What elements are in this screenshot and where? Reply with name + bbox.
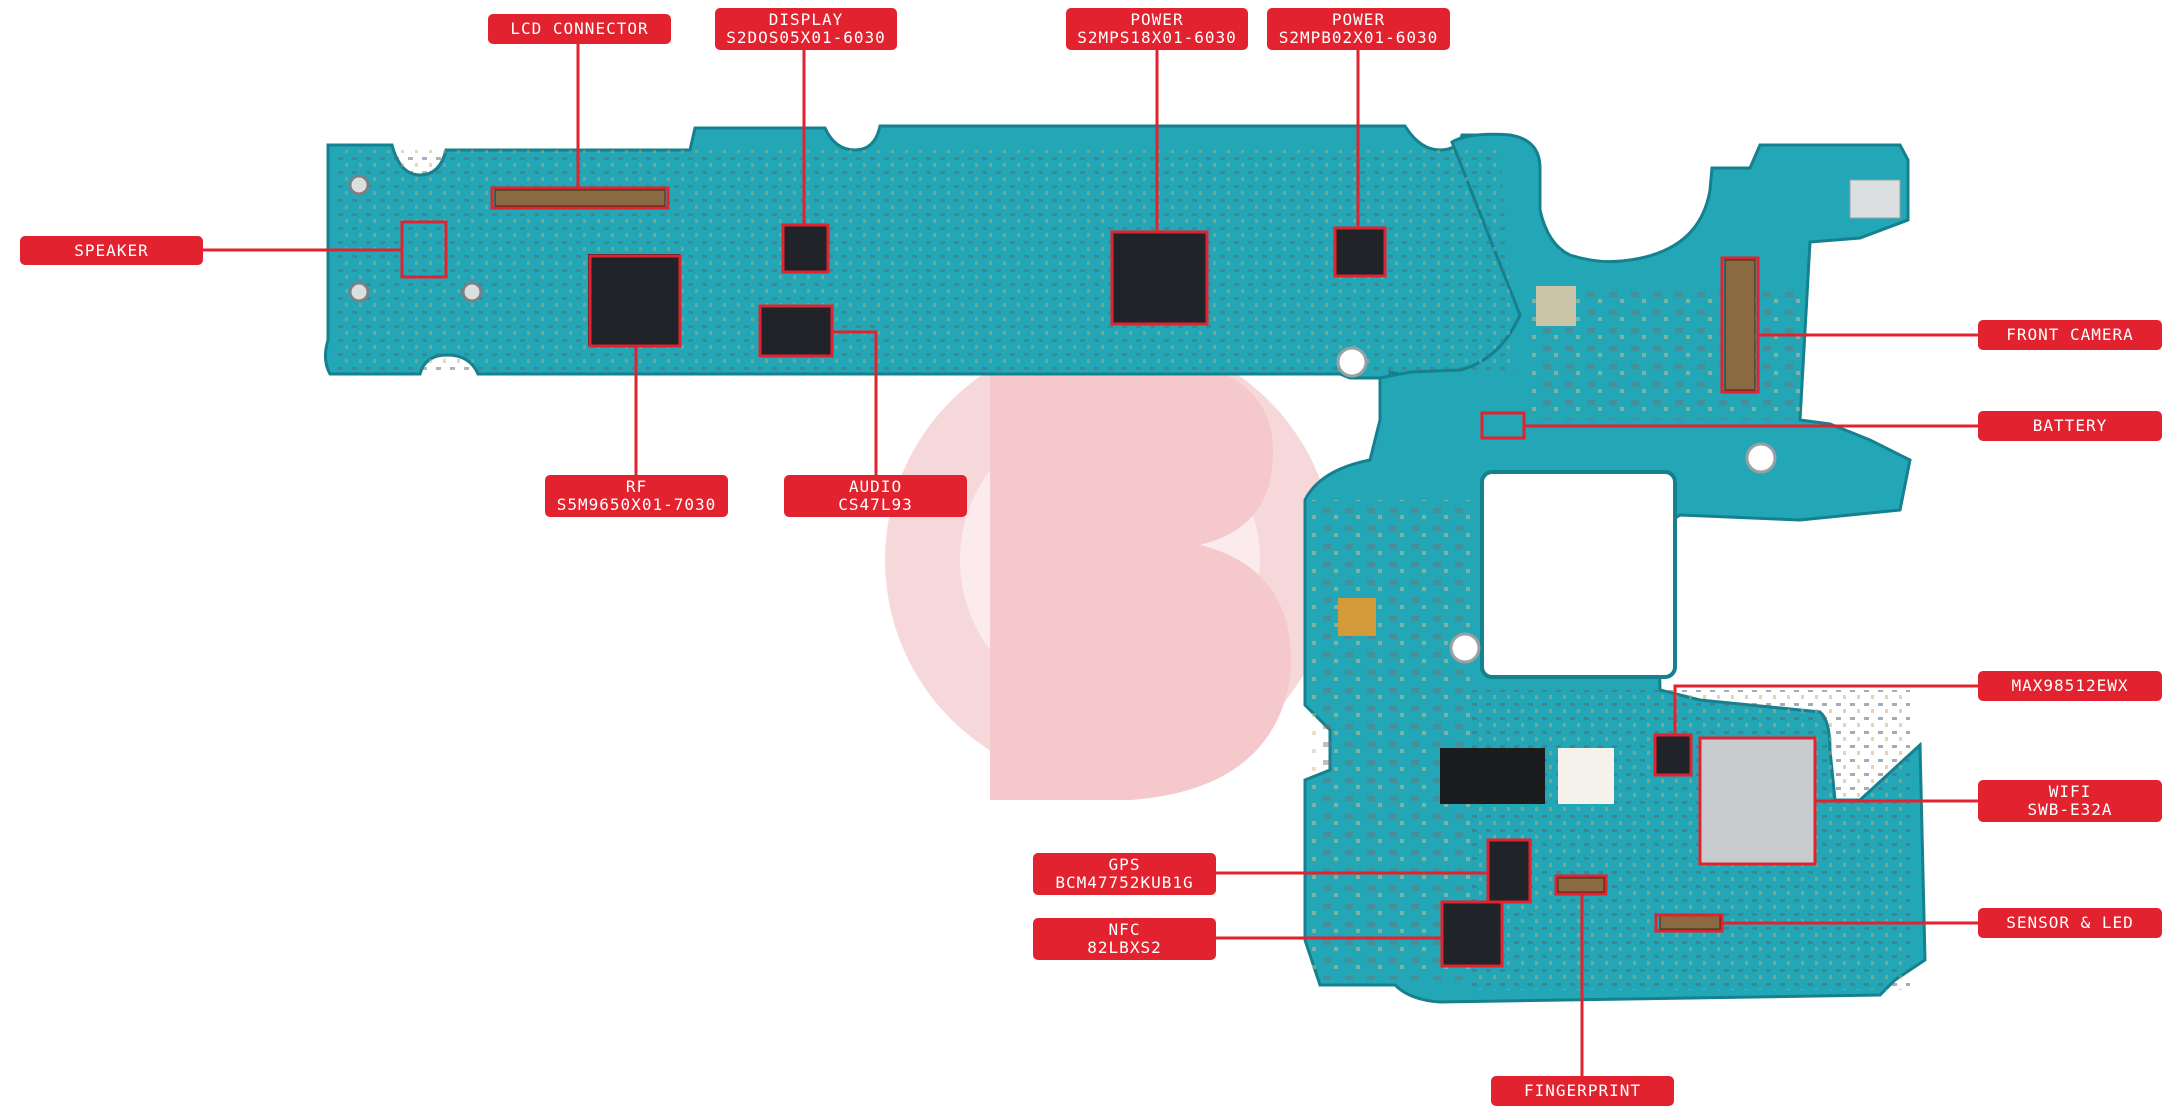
label-fingerprint: FINGERPRINT	[1491, 1076, 1674, 1106]
label-gps-line2: BCM47752KUB1G	[1055, 873, 1194, 892]
label-audio-line1: AUDIO	[848, 477, 903, 496]
leader-max98512	[1673, 684, 1980, 735]
label-power-1-line2: S2MPS18X01-6030	[1077, 28, 1237, 47]
label-nfc-line1: NFC	[1108, 920, 1141, 939]
leader-audio	[832, 330, 878, 478]
label-wifi-line2: SWB-E32A	[2027, 800, 2113, 819]
label-power-1: POWER S2MPS18X01-6030	[1066, 8, 1248, 50]
highlight-max98512	[1653, 733, 1693, 777]
pcb-window-cutout	[1480, 470, 1677, 679]
label-display-line1: DISPLAY	[768, 10, 844, 29]
label-speaker-line1: SPEAKER	[74, 240, 149, 260]
label-speaker: SPEAKER	[20, 236, 203, 265]
label-max98512-line1: MAX98512EWX	[2011, 676, 2129, 695]
label-audio-line2: CS47L93	[838, 495, 913, 514]
label-rf: RF S5M9650X01-7030	[545, 475, 728, 517]
label-power-2: POWER S2MPB02X01-6030	[1267, 8, 1450, 50]
label-power-1-line1: POWER	[1130, 10, 1184, 29]
label-power-2-line2: S2MPB02X01-6030	[1278, 28, 1439, 47]
label-fingerprint-line1: FINGERPRINT	[1524, 1081, 1641, 1100]
label-display: DISPLAY S2DOS05X01-6030	[715, 8, 897, 50]
label-max98512: MAX98512EWX	[1978, 671, 2162, 701]
label-sensor-led-line1: SENSOR & LED	[2006, 913, 2134, 932]
label-lcd-connector-line1: LCD CONNECTOR	[510, 19, 649, 38]
highlight-power-1	[1110, 230, 1209, 326]
label-gps-line1: GPS	[1108, 855, 1141, 874]
label-rf-line2: S5M9650X01-7030	[556, 495, 717, 514]
label-display-line2: S2DOS05X01-6030	[726, 28, 886, 47]
label-wifi-line1: WIFI	[2048, 782, 2092, 801]
watermark-logo	[885, 335, 1335, 800]
label-front-camera-line1: FRONT CAMERA	[2006, 325, 2134, 344]
highlight-lcd-connector	[490, 186, 670, 210]
highlight-nfc	[1440, 900, 1504, 968]
leader-lines	[203, 40, 1980, 1077]
label-lcd-connector: LCD CONNECTOR	[488, 14, 671, 44]
label-rf-line1: RF	[625, 477, 648, 496]
label-sensor-led: SENSOR & LED	[1978, 908, 2162, 938]
label-wifi: WIFI SWB-E32A	[1978, 780, 2162, 822]
highlight-power-2	[1333, 226, 1387, 278]
label-battery: BATTERY	[1978, 411, 2162, 441]
board-components	[348, 174, 1901, 966]
label-audio: AUDIO CS47L93	[784, 475, 967, 517]
label-nfc-line2: 82LBXS2	[1087, 938, 1162, 957]
label-gps: GPS BCM47752KUB1G	[1033, 853, 1216, 895]
highlight-front-camera	[1720, 256, 1760, 394]
label-front-camera: FRONT CAMERA	[1978, 320, 2162, 350]
highlight-gps	[1486, 838, 1532, 904]
label-nfc: NFC 82LBXS2	[1033, 918, 1216, 960]
label-power-2-line1: POWER	[1331, 10, 1386, 29]
label-battery-line1: BATTERY	[2032, 416, 2108, 435]
